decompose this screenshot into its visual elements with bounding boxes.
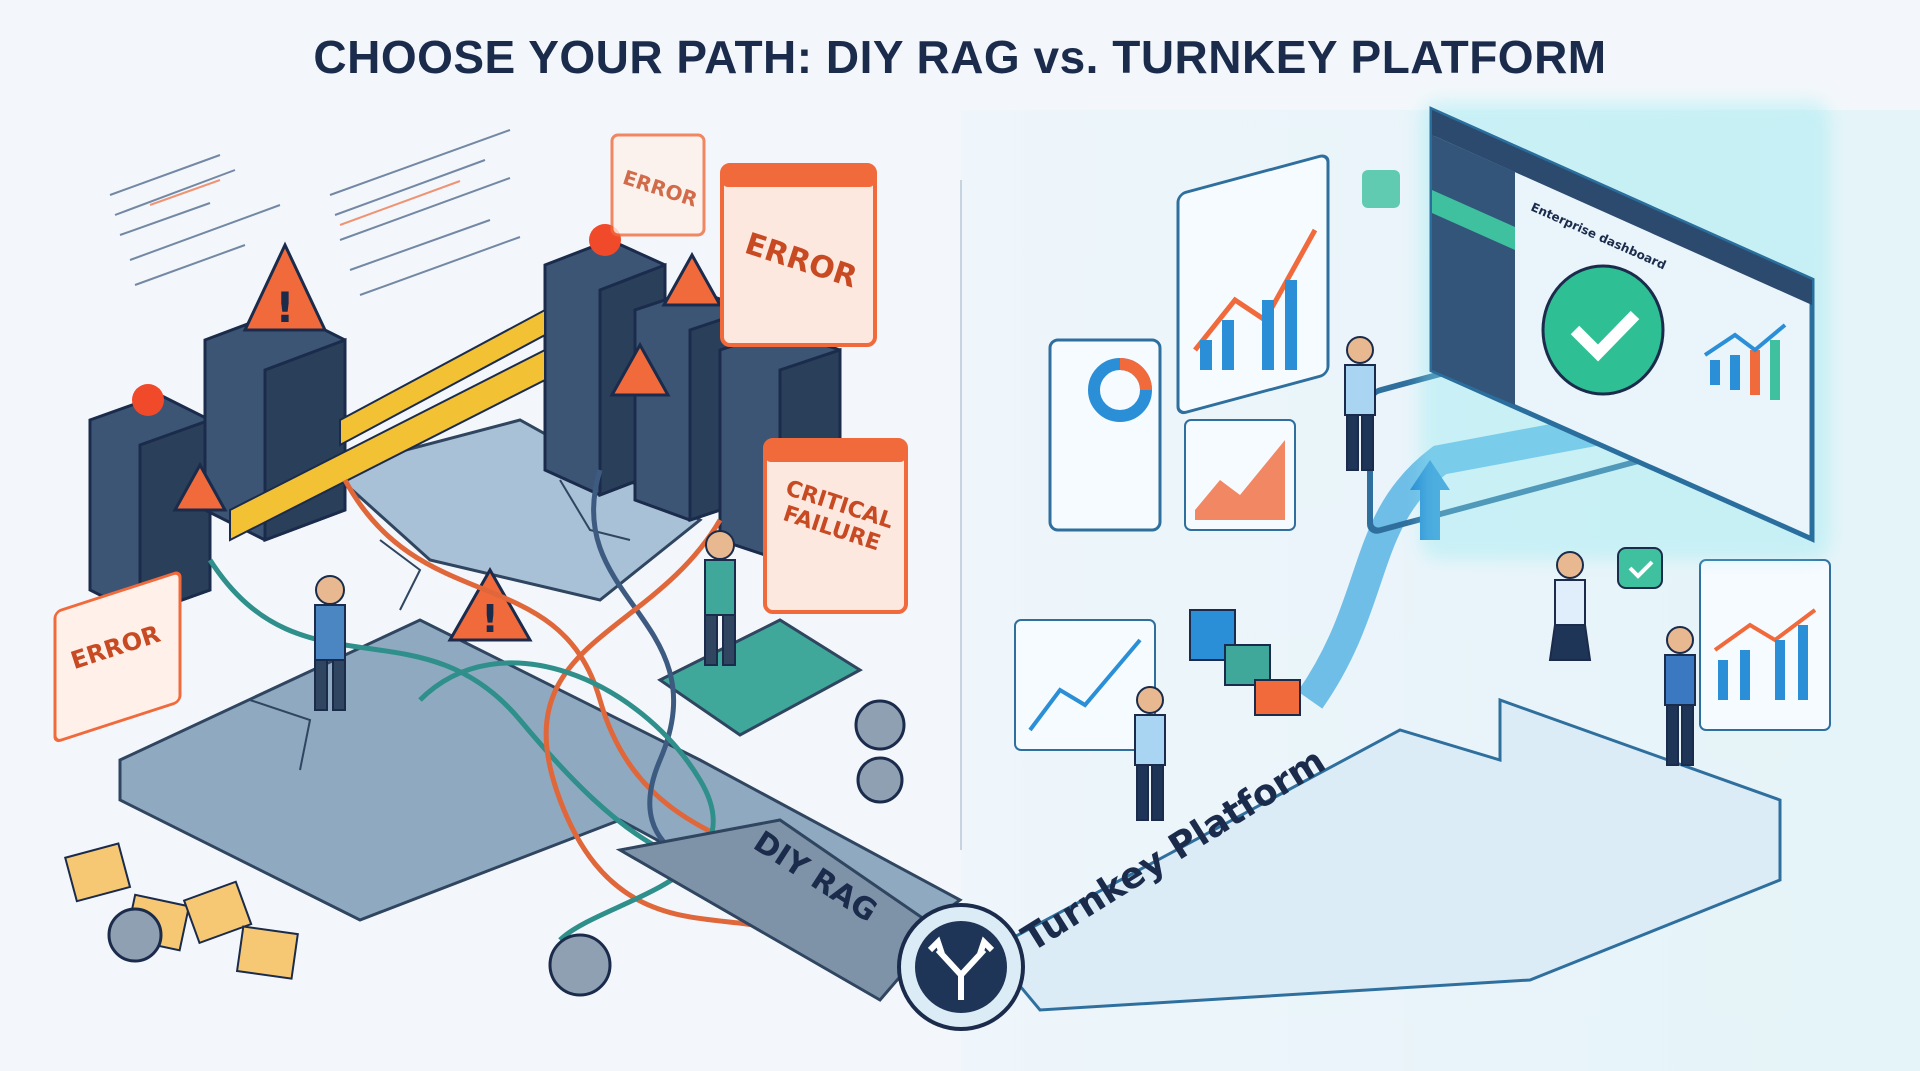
page-title: CHOOSE YOUR PATH: DIY RAG vs. TURNKEY PL…	[313, 31, 1607, 83]
check-bubble-icon	[1617, 547, 1663, 589]
critical-failure-label: CRITICAL FAILURE	[779, 480, 897, 557]
critical-failure-popup: CRITICAL FAILURE	[763, 438, 908, 614]
line-chart-panel	[1014, 619, 1156, 751]
fork-icon	[897, 903, 1025, 1031]
developer-pulling-cables	[704, 530, 736, 666]
error-popup: ERROR	[53, 571, 182, 743]
bar-chart-icon	[1362, 170, 1400, 208]
caution-tape	[229, 348, 546, 542]
business-person	[1548, 551, 1592, 661]
caution-tape	[339, 308, 546, 447]
enterprise-dashboard-monitor: Enterprise dashboard	[1420, 100, 1830, 560]
success-check-icon	[1541, 264, 1665, 396]
chart-panel	[1176, 154, 1330, 415]
code-snippets	[109, 129, 521, 296]
growth-blocks	[1189, 609, 1301, 716]
warning-icon: !	[242, 241, 328, 332]
svg-text:!: !	[481, 597, 498, 641]
business-person	[1134, 686, 1166, 821]
donut-chart-panel	[1048, 338, 1162, 532]
warning-icon: !	[447, 566, 533, 642]
warning-icon	[609, 341, 671, 397]
sidebar-active-item	[1432, 190, 1515, 250]
error-popup: ERROR	[610, 133, 706, 237]
gear-icon	[107, 699, 906, 997]
dashboard-sidebar	[1432, 135, 1515, 405]
business-person	[1664, 626, 1696, 766]
alarm-light-icon	[132, 384, 164, 416]
bar-chart-panel	[1699, 559, 1831, 731]
business-person	[1344, 336, 1376, 471]
area-chart-panel	[1184, 419, 1296, 531]
warning-icon	[172, 461, 228, 512]
error-popup: ERROR	[720, 163, 877, 347]
stressed-developer	[314, 575, 346, 711]
svg-text:!: !	[275, 283, 294, 332]
warning-icon	[661, 251, 723, 307]
turnkey-path	[987, 697, 1782, 1012]
teal-tile	[657, 618, 863, 737]
